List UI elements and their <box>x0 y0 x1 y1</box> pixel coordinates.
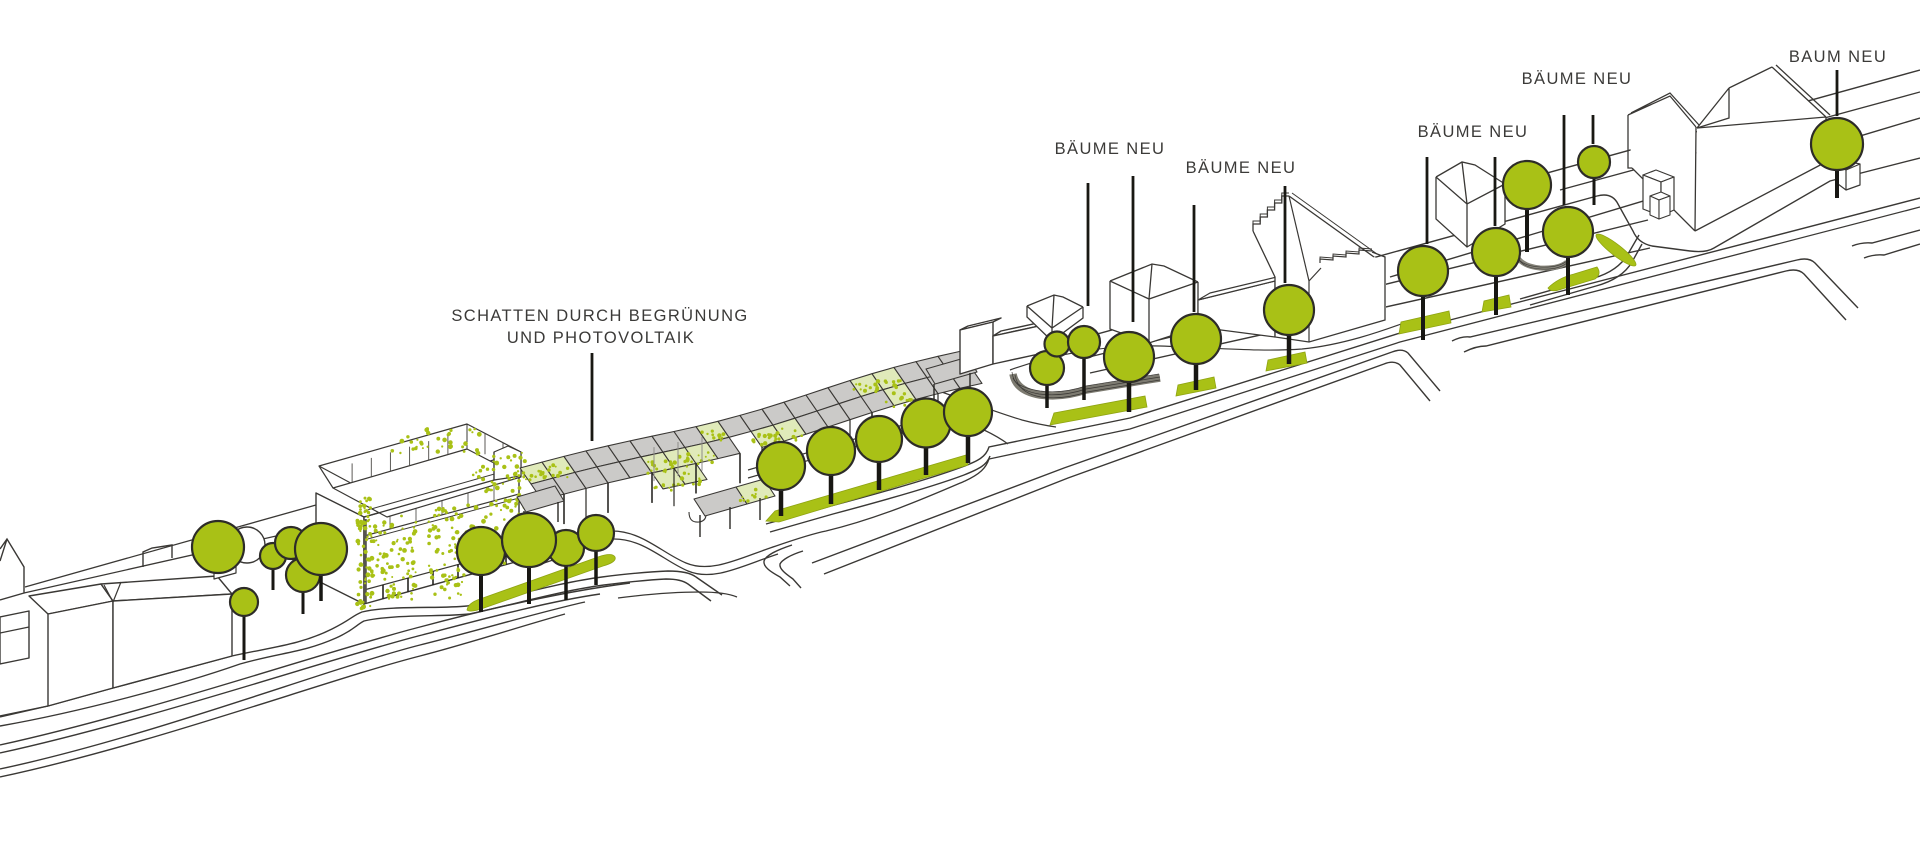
svg-text:BÄUME NEU: BÄUME NEU <box>1055 140 1166 158</box>
svg-text:UND PHOTOVOLTAIK: UND PHOTOVOLTAIK <box>507 329 695 347</box>
svg-text:BÄUME NEU: BÄUME NEU <box>1186 159 1297 177</box>
svg-text:BÄUME NEU: BÄUME NEU <box>1522 70 1633 88</box>
svg-text:SCHATTEN DURCH BEGRÜNUNG: SCHATTEN DURCH BEGRÜNUNG <box>451 307 748 325</box>
svg-text:BAUM NEU: BAUM NEU <box>1789 48 1887 66</box>
svg-text:BÄUME NEU: BÄUME NEU <box>1418 123 1529 141</box>
